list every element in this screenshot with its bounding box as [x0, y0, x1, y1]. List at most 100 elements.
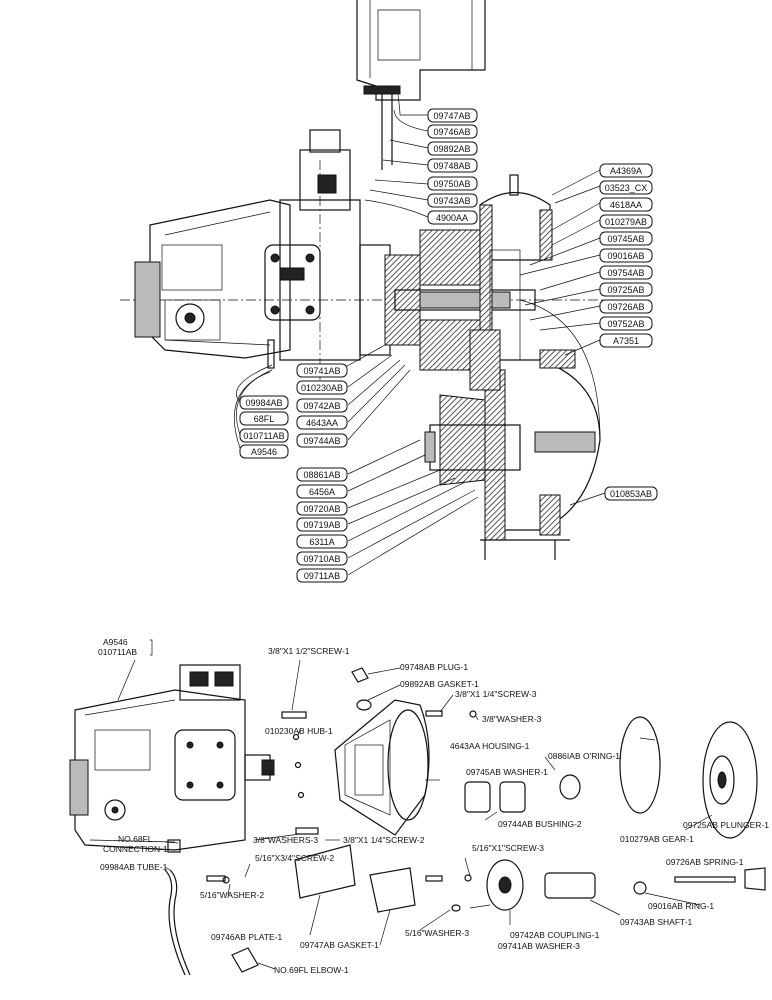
svg-text:A9546: A9546 — [103, 637, 128, 647]
svg-text:010853AB: 010853AB — [610, 489, 652, 499]
part-label-4643AA: 4643AA HOUSING-1 — [450, 741, 530, 751]
gear-part — [702, 721, 758, 839]
callout-09746AB: 09746AB — [427, 124, 478, 139]
injection-pump-body — [134, 129, 361, 369]
sectional-view — [120, 0, 610, 576]
callout-09744AB: 09744AB — [296, 433, 348, 448]
svg-text:09748AB: 09748AB — [433, 161, 470, 171]
part-label-09748AB: 09748AB PLUG-1 — [400, 662, 468, 672]
svg-text:09752AB: 09752AB — [607, 319, 644, 329]
callout-09984AB: 09984AB — [239, 395, 289, 410]
callout-4900AA: 4900AA — [427, 210, 478, 225]
part-label-09743AB: 09743AB SHAFT-1 — [620, 917, 693, 927]
callout-03523_CX: 03523_CX — [599, 180, 653, 195]
svg-text:09750AB: 09750AB — [433, 179, 470, 189]
part-label-010230AB: 010230AB HUB-1 — [265, 726, 333, 736]
pump-assembly — [69, 664, 275, 851]
svg-text:09984AB: 09984AB — [245, 398, 282, 408]
svg-text:09745AB: 09745AB — [607, 234, 644, 244]
svg-text:A7351: A7351 — [613, 336, 639, 346]
callout-labels: 09747AB 09746AB 09892AB 09748AB 09750AB … — [239, 108, 658, 583]
part-label-washer-3a: 3/8"WASHER-3 — [482, 714, 542, 724]
part-label-screw-2a: 3/8"X1 1/4"SCREW-2 — [343, 835, 425, 845]
part-label-010279AB: 010279AB GEAR-1 — [620, 834, 694, 844]
part-label-09984AB: 09984AB TUBE-1 — [100, 862, 168, 872]
part-label-09745AB: 09745AB WASHER-1 — [466, 767, 548, 777]
part-label-screw-2b: 5/16"X3/4"SCREW-2 — [255, 853, 334, 863]
svg-text:09719AB: 09719AB — [303, 520, 340, 530]
callout-010853AB: 010853AB — [604, 486, 658, 501]
callout-4643AA: 4643AA — [296, 415, 348, 430]
part-label-09725AB: 09725AB PLUNGER-1 — [683, 820, 769, 830]
leader-lines — [233, 94, 606, 576]
assembly-label: A9546 010711AB — [98, 637, 153, 701]
svg-text:09016AB: 09016AB — [607, 251, 644, 261]
callout-09750AB: 09750AB — [427, 176, 478, 191]
part-label-connection: CONNECTION-1 — [103, 844, 168, 854]
svg-text:09892AB: 09892AB — [433, 144, 470, 154]
callout-A7351: A7351 — [599, 333, 653, 348]
svg-text:010711AB: 010711AB — [98, 647, 137, 657]
callout-09741AB: 09741AB — [296, 363, 348, 378]
svg-text:09711AB: 09711AB — [304, 571, 340, 581]
part-label-09726AB: 09726AB SPRING-1 — [666, 857, 744, 867]
svg-text:010279AB: 010279AB — [605, 217, 647, 227]
callout-09710AB: 09710AB — [296, 551, 348, 566]
svg-text:09741AB: 09741AB — [303, 366, 340, 376]
callout-68FL: 68FL — [239, 411, 289, 426]
callout-010711AB: 010711AB — [239, 428, 289, 443]
callout-4618AA: 4618AA — [599, 197, 653, 212]
part-label-09892AB: 09892AB GASKET-1 — [400, 679, 479, 689]
svg-text:A4369A: A4369A — [610, 166, 642, 176]
callout-09711AB: 09711AB — [296, 568, 348, 583]
part-label-09746AB: 09746AB PLATE-1 — [211, 932, 282, 942]
svg-text:6456A: 6456A — [309, 487, 335, 497]
svg-text:09742AB: 09742AB — [303, 401, 340, 411]
exploded-view: A9546 010711AB — [69, 637, 769, 976]
svg-text:03523_CX: 03523_CX — [605, 183, 648, 193]
housing-part — [334, 699, 430, 836]
hub-section — [359, 229, 536, 371]
svg-text:68FL: 68FL — [254, 414, 275, 424]
callout-09752AB: 09752AB — [599, 316, 653, 331]
callout-010230AB: 010230AB — [296, 380, 348, 395]
part-label-08861AB: 0886IAB O'RING-1 — [548, 751, 620, 761]
callout-09720AB: 09720AB — [296, 501, 348, 516]
svg-text:09720AB: 09720AB — [303, 504, 340, 514]
callout-A9546: A9546 — [239, 444, 289, 459]
svg-text:08861AB: 08861AB — [303, 470, 340, 480]
callout-09016AB: 09016AB — [599, 248, 653, 263]
callout-6456A: 6456A — [296, 484, 348, 499]
svg-text:4900AA: 4900AA — [436, 213, 468, 223]
small-parts — [164, 667, 766, 976]
part-label-screw-3: 3/8"X1 1/4"SCREW-3 — [455, 689, 537, 699]
callout-09748AB: 09748AB — [427, 158, 478, 173]
part-label-washers-3: 3/8"WASHERS-3 — [253, 835, 318, 845]
part-labels: 3/8"X1 1/2"SCREW-1 09748AB PLUG-1 09892A… — [100, 646, 769, 975]
part-label-09741AB: 09741AB WASHER-3 — [498, 941, 580, 951]
svg-text:6311A: 6311A — [309, 537, 334, 547]
callout-09726AB: 09726AB — [599, 299, 653, 314]
callout-A4369A: A4369A — [599, 163, 653, 178]
callout-09747AB: 09747AB — [427, 108, 478, 123]
callout-09745AB: 09745AB — [599, 231, 653, 246]
svg-text:010230AB: 010230AB — [301, 383, 343, 393]
part-label-68FL: NO.68FL — [118, 834, 153, 844]
part-label-washer-2: 5/16"WASHER-2 — [200, 890, 264, 900]
part-label-washer-3b: 5/16"WASHER-3 — [405, 928, 469, 938]
svg-text:A9546: A9546 — [251, 447, 277, 457]
part-label-09742AB: 09742AB COUPLING-1 — [510, 930, 600, 940]
svg-text:09746AB: 09746AB — [433, 127, 470, 137]
part-label-screw-3b: 5/16"X1"SCREW-3 — [472, 843, 544, 853]
callout-08861AB: 08861AB — [296, 467, 348, 482]
svg-text:010711AB: 010711AB — [243, 431, 284, 441]
part-label-09744AB: 09744AB BUSHING-2 — [498, 819, 582, 829]
lower-shaft-section — [424, 329, 521, 486]
part-label-69FL: NO.69FL ELBOW-1 — [274, 965, 349, 975]
svg-text:09743AB: 09743AB — [433, 196, 470, 206]
svg-text:09744AB: 09744AB — [303, 436, 340, 446]
callout-6311A: 6311A — [296, 534, 348, 549]
callout-09742AB: 09742AB — [296, 398, 348, 413]
